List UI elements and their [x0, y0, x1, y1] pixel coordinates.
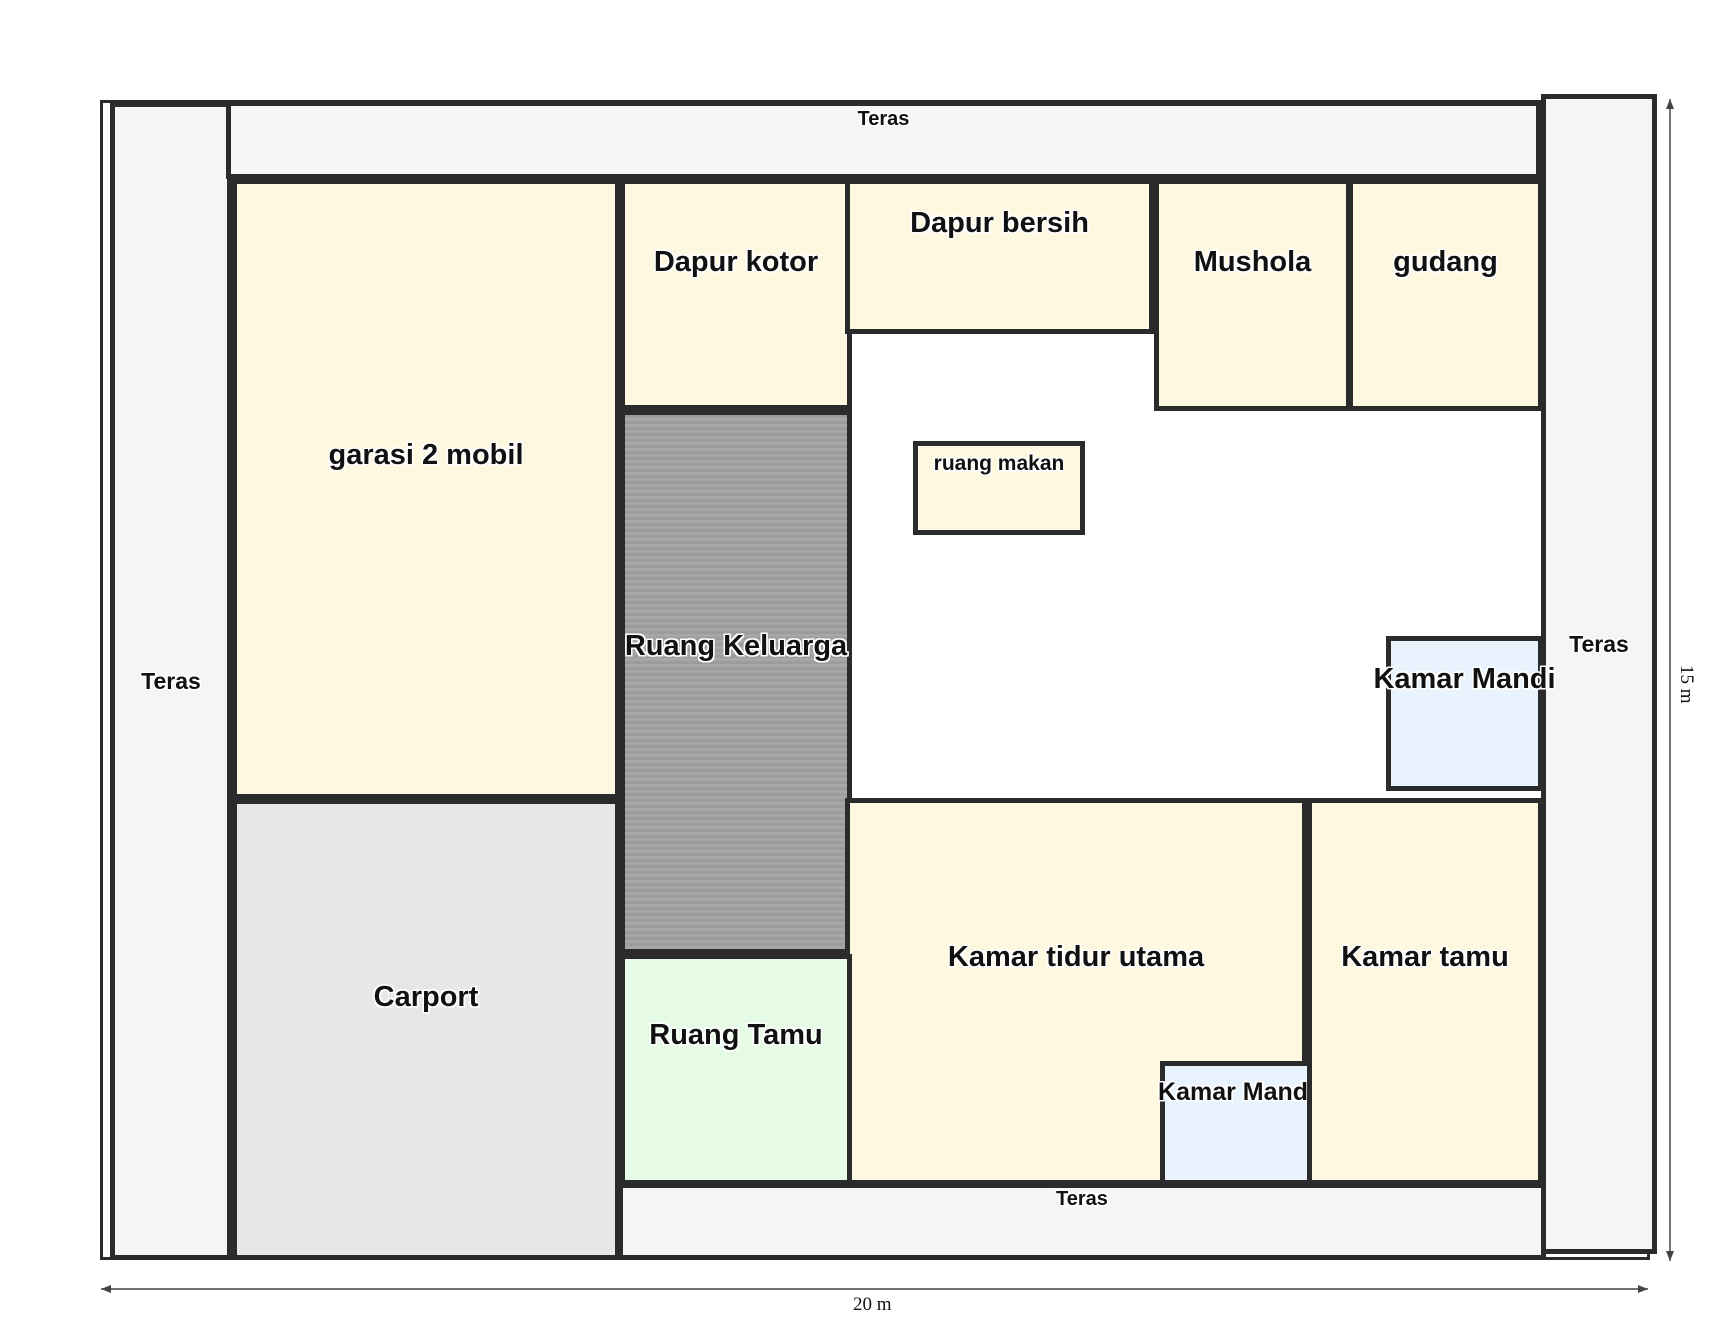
room-label: gudang [1393, 246, 1498, 278]
room-label: Dapur kotor [653, 246, 819, 278]
room-carport: Carport [232, 799, 620, 1260]
room-label: Teras [1569, 631, 1629, 657]
room-label: Kamar Mandi [1373, 663, 1556, 695]
room-gudang: gudang [1348, 179, 1543, 411]
room-teras-bottom: Teras [618, 1183, 1546, 1260]
height-arrow-bottom [1666, 1251, 1674, 1261]
height-label: 15 m [1676, 665, 1697, 704]
width-arrow-right [1638, 1285, 1648, 1293]
room-ruang-tamu: Ruang Tamu [620, 954, 852, 1185]
room-label: Ruang Tamu [649, 1019, 823, 1051]
room-teras-top: Teras [226, 101, 1541, 179]
room-label: Carport [373, 981, 479, 1013]
width-label: 20 m [853, 1294, 892, 1315]
room-label: Dapur bersih [910, 207, 1089, 239]
room-ruang-makan: ruang makan [913, 441, 1085, 535]
room-label: Kamar tamu [1341, 941, 1509, 973]
room-label: Ruang Keluarga [624, 630, 848, 662]
room-kamar-mandi-1: Kamar Mandi [1373, 636, 1556, 791]
room-garasi: garasi 2 mobil [232, 179, 620, 799]
room-label: garasi 2 mobil [328, 439, 524, 471]
room-label: Kamar Mandi [1158, 1078, 1315, 1106]
room-ruang-keluarga: Ruang Keluarga [620, 410, 852, 954]
room-label: Kamar tidur utama [947, 941, 1205, 973]
room-dapur-bersih: Dapur bersih [845, 179, 1154, 334]
room-teras-left: Teras [110, 102, 232, 1260]
room-mushola: Mushola [1154, 179, 1351, 411]
room-label: Teras [141, 667, 201, 694]
room-kamar-mandi-2: Kamar Mandi [1158, 1061, 1315, 1185]
room-label: Mushola [1193, 246, 1312, 278]
room-label: Teras [857, 108, 910, 130]
room-teras-right: Teras [1541, 94, 1657, 1254]
room-label: ruang makan [933, 452, 1065, 475]
room-kamar-tamu: Kamar tamu [1307, 798, 1543, 1185]
room-dapur-kotor: Dapur kotor [620, 179, 852, 410]
height-arrow-top [1666, 99, 1674, 109]
room-label: Teras [1056, 1188, 1108, 1210]
width-arrow-left [101, 1285, 111, 1293]
